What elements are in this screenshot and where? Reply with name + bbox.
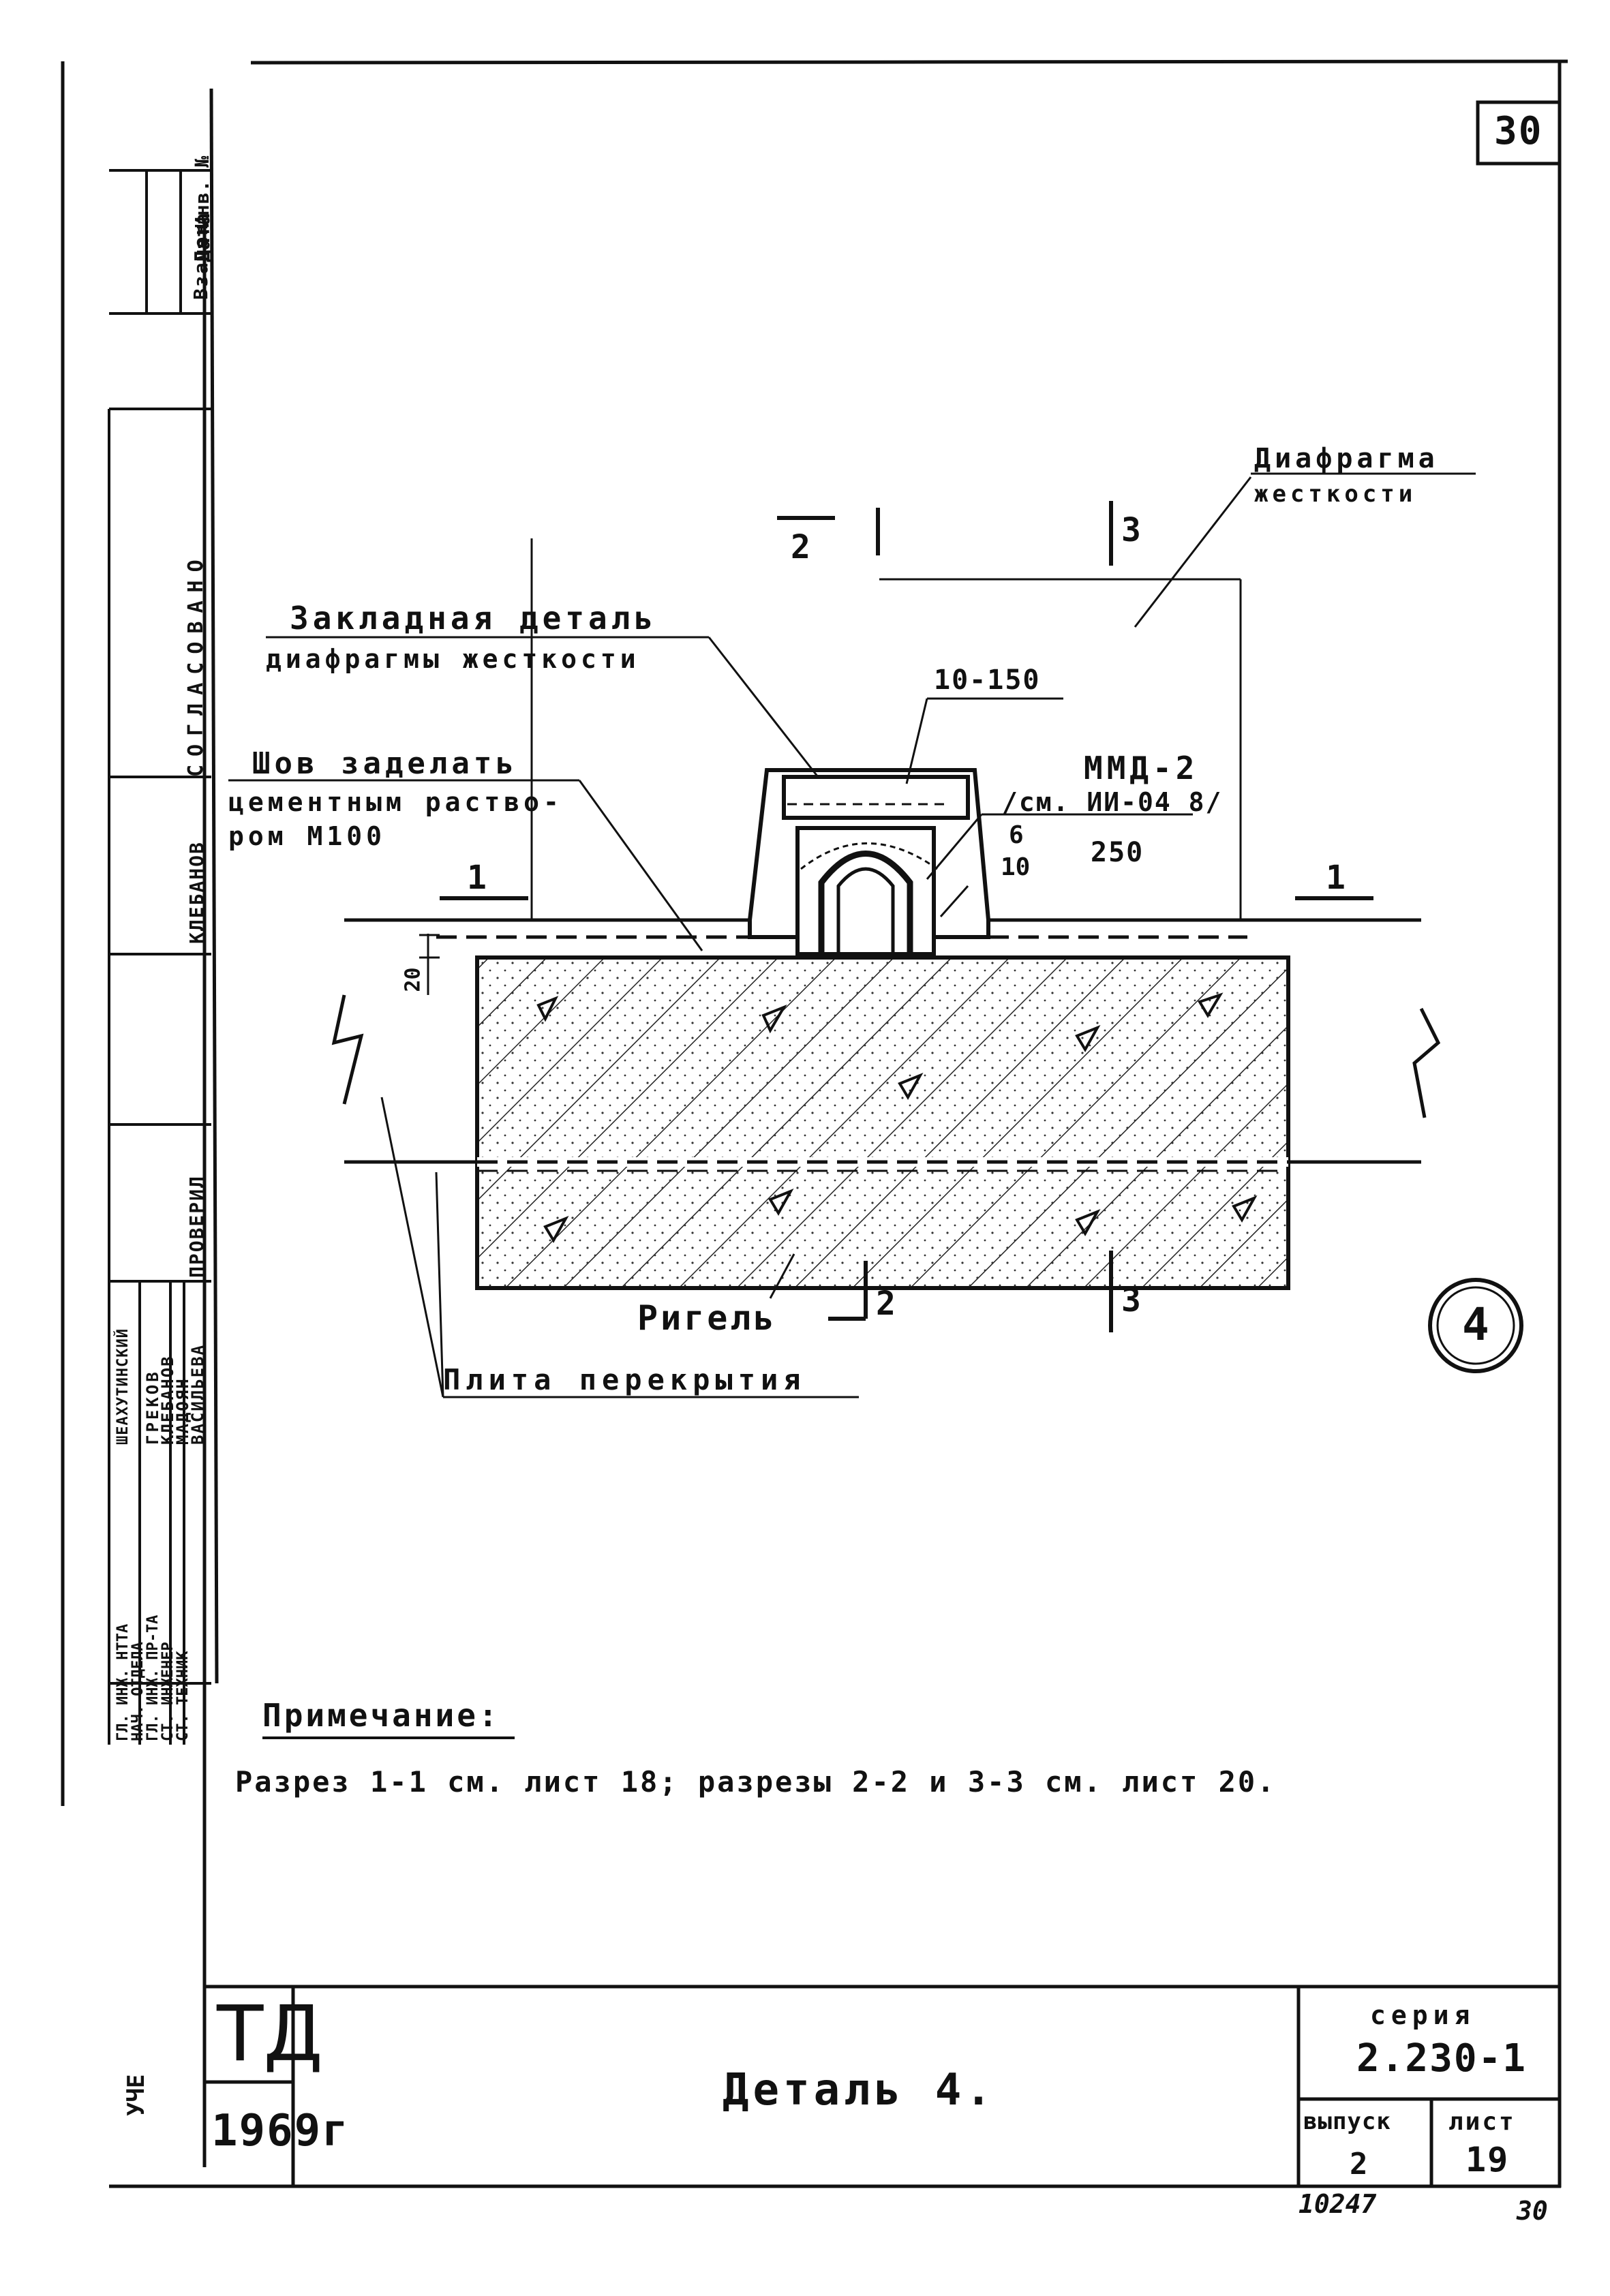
sheet-number-top: 30 — [1494, 109, 1543, 153]
drawing-title: Деталь 4. — [723, 2065, 996, 2115]
dim-20-label: 20 — [401, 967, 425, 992]
embedded-label-line2: диафрагмы жесткости — [266, 644, 640, 674]
diaphragm-outline — [530, 538, 1242, 920]
page-number: 30 — [1517, 2196, 1548, 2226]
embedded-part — [748, 768, 990, 956]
slab-label: Плита перекрытия — [443, 1363, 806, 1396]
issue-value: 2 — [1350, 2147, 1372, 2182]
org-code: ТД — [217, 1990, 323, 2079]
stamp-inv: Инв. № — [191, 155, 213, 228]
rigel-beam-concrete-dots — [477, 958, 1288, 1288]
embedded-label-line1: Закладная деталь — [290, 600, 658, 637]
diaphragm-subtitle: жесткости — [1254, 480, 1417, 508]
detail-circle — [1428, 1278, 1523, 1373]
weld-pitch: 250 — [1091, 837, 1144, 868]
slab-outline — [331, 918, 1441, 1164]
sheet-value: 19 — [1465, 2140, 1510, 2179]
cut-1-left: 1 — [467, 859, 491, 897]
seam-label-line1: Шов заделать — [252, 746, 518, 781]
side-stamp-grid — [108, 169, 211, 1745]
stamp-soglasovano: СОГЛАСОВАНО — [184, 551, 208, 777]
cut-2-top: 2 — [791, 528, 815, 566]
weld-frac-bottom: 10 — [1001, 853, 1031, 881]
archive-number: 10247 — [1298, 2189, 1377, 2219]
diaphragm-title: Диафрагма — [1254, 443, 1439, 474]
cut-3-bottom: 3 — [1121, 1281, 1145, 1319]
stamp-name-1: ШЕАХУТИНСКИЙ — [115, 1328, 132, 1445]
cut-1-right: 1 — [1326, 859, 1350, 897]
side-code: УЧЕ — [123, 2074, 150, 2116]
note-text: Разрез 1-1 см. лист 18; разрезы 2-2 и 3-… — [235, 1765, 1277, 1798]
weld-spec-label: 10-150 — [934, 664, 1041, 696]
mmd-reference: /см. ИИ-04 8/ — [1002, 787, 1223, 817]
stamp-checked: ПРОВЕРИЛ — [185, 1175, 208, 1278]
sheet-frame — [61, 59, 1568, 2188]
stamp-vzamen: Взамен — [189, 222, 212, 300]
seam-label-line2: цементным раство- — [228, 787, 563, 817]
title-block-grid — [204, 1985, 1561, 2186]
cut-2-bottom: 2 — [876, 1285, 900, 1323]
sheet-number-box — [1476, 100, 1562, 166]
sheet-label: лист — [1448, 2108, 1516, 2136]
mmd-label: ММД-2 — [1084, 750, 1199, 786]
detail-circle-label: 4 — [1462, 1298, 1489, 1351]
weld-frac-top: 6 — [1009, 821, 1028, 849]
stamp-name-5: ВАСИЛЬЕВА — [188, 1343, 207, 1445]
series-label: серия — [1370, 2000, 1476, 2030]
section-cut-markers — [440, 501, 1373, 1332]
series-value: 2.230-1 — [1356, 2036, 1528, 2081]
seam-label-line3: ром М100 — [228, 821, 386, 851]
leader-lines — [228, 472, 1476, 1398]
year: 1969г — [211, 2106, 350, 2156]
dimension-20 — [419, 934, 440, 995]
cut-3-top: 3 — [1121, 511, 1145, 549]
note-title: Примечание: — [262, 1697, 500, 1734]
stamp-role-5: СТ. ТЕХНИК — [174, 1651, 192, 1741]
rigel-label: Ригель — [637, 1298, 777, 1338]
issue-label: выпуск — [1303, 2108, 1391, 2135]
concrete-aggregate-marks — [536, 992, 1258, 1243]
detail-circle-inner — [1436, 1286, 1515, 1365]
stamp-klebanov: КЛЕБАНОВ — [185, 841, 208, 944]
